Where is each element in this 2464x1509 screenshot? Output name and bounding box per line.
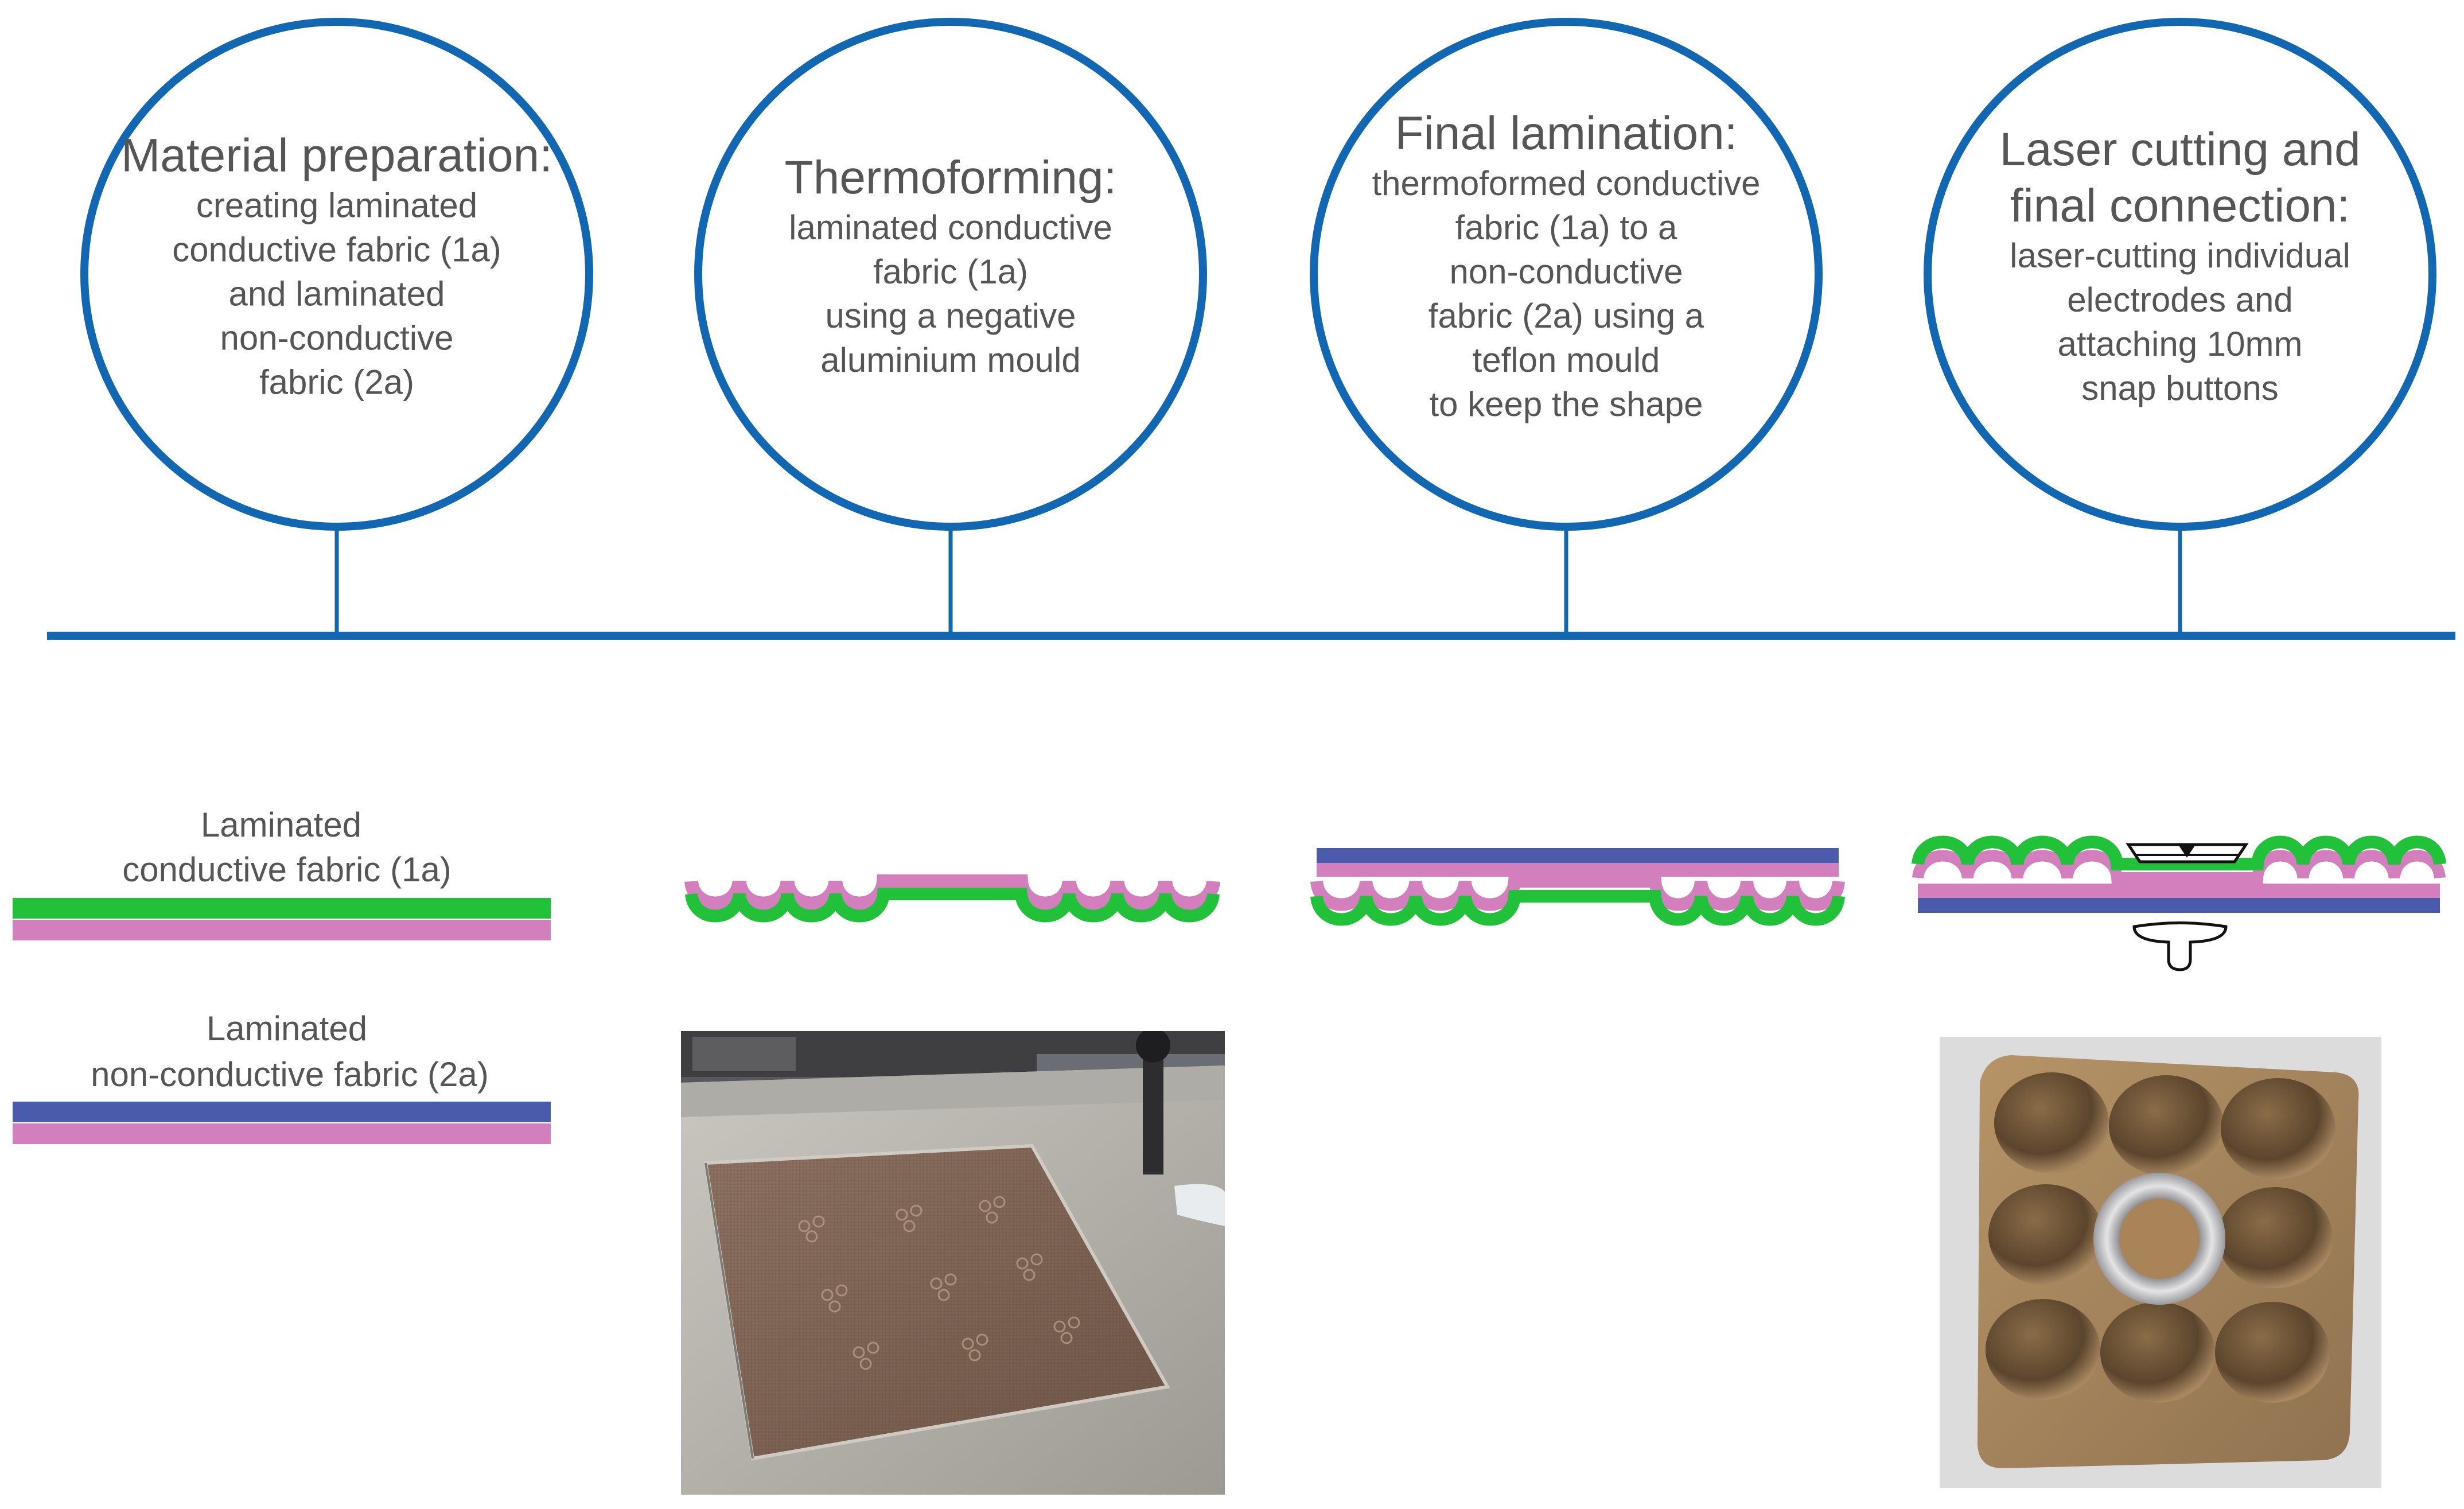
step-description: snap buttons xyxy=(2081,369,2279,407)
laminate-layer xyxy=(1918,884,2440,898)
laminate-layer xyxy=(1317,863,1839,877)
step-description: fabric (2a) xyxy=(259,363,414,402)
laminate-layer xyxy=(684,874,1220,911)
step-description: non-conductive xyxy=(220,319,454,357)
legend-conductive-line-2: conductive fabric (1a) xyxy=(122,850,451,889)
step-title: Thermoforming: xyxy=(785,151,1117,204)
laminate-layer xyxy=(1912,850,2446,884)
legend-nonconductive-line-1: Laminated xyxy=(207,1009,367,1048)
laminate-layer xyxy=(1310,875,1845,911)
step-description: laser-cutting individual xyxy=(2010,236,2350,275)
step-1: Material preparation: creating laminated c… xyxy=(80,18,593,636)
step-description: teflon mould xyxy=(1473,341,1660,379)
legend-conductive-label: Laminated conductive fabric (1a) xyxy=(122,806,451,889)
legend-conductive-line-1: Laminated xyxy=(201,806,361,844)
electrode-snap-button-photo xyxy=(1940,1037,2381,1488)
step-3: Final lamination: thermoformed conductive… xyxy=(1310,18,1823,636)
step-description: to keep the shape xyxy=(1429,385,1703,423)
snap-stud-icon xyxy=(2132,921,2228,971)
step-description: electrodes and xyxy=(2067,281,2293,319)
step-circle xyxy=(1310,18,1823,531)
step-description: fabric (2a) using a xyxy=(1428,297,1704,335)
snap-button-icon xyxy=(2126,843,2249,864)
step-description: fabric (1a) to a xyxy=(1455,208,1677,247)
step-description: creating laminated xyxy=(196,186,477,225)
step-title: final connection: xyxy=(2010,180,2350,232)
nonconductive-layer xyxy=(1918,898,2440,913)
step-2: Thermoforming: laminated conductive fabric… xyxy=(694,18,1207,636)
conductive-layer xyxy=(685,888,1220,923)
step-description: conductive fabric (1a) xyxy=(172,231,501,269)
legend-conductive-layer xyxy=(13,898,551,919)
step-description: laminated conductive xyxy=(789,208,1112,247)
step-circle xyxy=(694,18,1207,531)
step-description: using a negative xyxy=(826,297,1076,335)
step-circles: Material preparation: creating laminated c… xyxy=(80,18,2436,636)
step-title: Material preparation: xyxy=(121,130,552,182)
layer-diagrams xyxy=(13,835,2446,1144)
legend-laminate-layer xyxy=(13,1123,551,1144)
final-lamination-profile xyxy=(1310,848,1845,926)
cut-electrode-profile xyxy=(1912,835,2446,971)
step-description: aluminium mould xyxy=(820,341,1081,379)
legend-nonconductive-label: Laminated non-conductive fabric (2a) xyxy=(91,1009,489,1094)
thermoforming-mould-photo xyxy=(681,1031,1225,1495)
step-description: non-conductive xyxy=(1450,252,1683,291)
legend-nonconductive-line-2: non-conductive fabric (2a) xyxy=(91,1055,489,1094)
thermoformed-fabric-profile xyxy=(684,874,1220,923)
step-circle xyxy=(80,18,593,531)
conductive-layer xyxy=(1310,890,1845,926)
step-title: Laser cutting and xyxy=(1999,123,2360,176)
nonconductive-layer xyxy=(1317,848,1839,863)
step-description: and laminated xyxy=(229,275,445,313)
step-description: attaching 10mm xyxy=(2058,325,2303,363)
legend-laminate-layer xyxy=(13,920,551,940)
step-circle xyxy=(1924,18,2436,531)
step-title: Final lamination: xyxy=(1395,107,1737,160)
step-description: thermoformed conductive xyxy=(1372,164,1761,203)
legend-nonconductive-layer xyxy=(13,1102,551,1122)
step-description: fabric (1a) xyxy=(873,252,1028,291)
conductive-layer xyxy=(1912,835,2446,870)
